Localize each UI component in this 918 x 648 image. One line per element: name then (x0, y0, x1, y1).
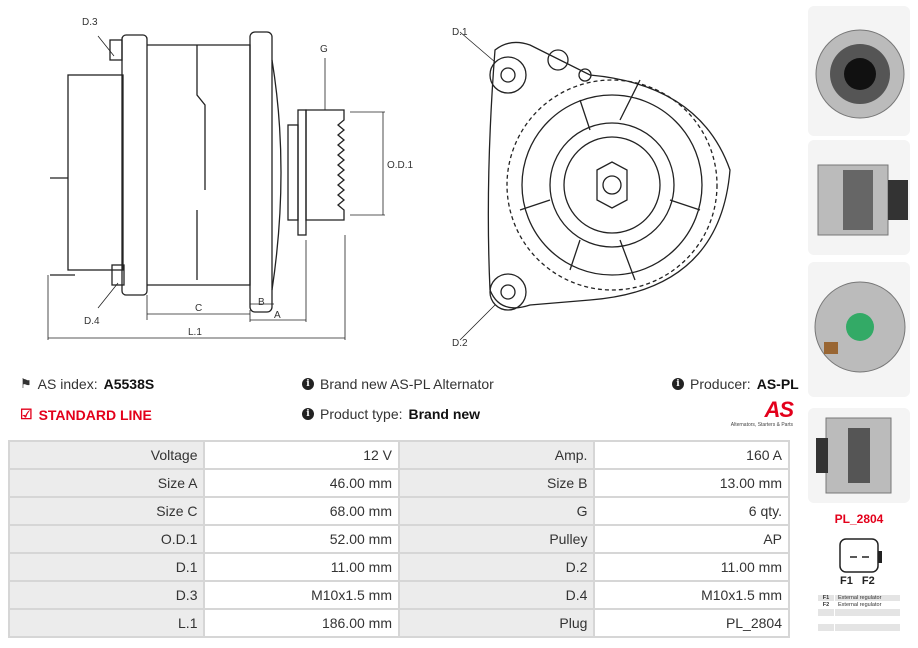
spec-value: M10x1.5 mm (595, 582, 788, 608)
spec-value: AP (595, 526, 788, 552)
label-d3: D.3 (82, 17, 98, 28)
spec-value: 11.00 mm (595, 554, 788, 580)
label-l1: L.1 (188, 327, 202, 338)
label-c: C (195, 303, 202, 314)
label-d2: D.2 (452, 338, 468, 349)
product-photo-front[interactable] (808, 6, 910, 136)
product-photo-plug-side[interactable] (808, 408, 910, 503)
product-type-info: i Product type: Brand new (302, 406, 480, 422)
spec-label: D.2 (400, 554, 594, 580)
pin-f2: F2 (861, 575, 875, 587)
spec-label: D.3 (10, 582, 204, 608)
producer-info: i Producer: AS-PL (672, 376, 799, 392)
spec-value: 186.00 mm (205, 610, 398, 636)
spec-label: Amp. (400, 442, 594, 468)
logo-tagline: Alternators, Starters & Parts (730, 422, 793, 428)
plug-code: PL_2804 (834, 512, 884, 526)
label-a: A (274, 310, 281, 321)
producer-value: AS-PL (756, 376, 799, 392)
brand-new-text: Brand new AS-PL Alternator (320, 376, 494, 392)
spec-label: O.D.1 (10, 526, 204, 552)
label-d4: D.4 (84, 316, 100, 327)
label-d1: D.1 (452, 27, 468, 38)
product-photo-rear[interactable] (808, 262, 910, 397)
spec-label: Size B (400, 470, 594, 496)
spec-value: 13.00 mm (595, 470, 788, 496)
as-index-value: A5538S (103, 376, 155, 392)
spec-label: Plug (400, 610, 594, 636)
product-photo-side[interactable] (808, 140, 910, 255)
standard-line-label: STANDARD LINE (38, 406, 152, 423)
label-od1: O.D.1 (387, 160, 414, 171)
legend-desc: External regulator (835, 595, 900, 601)
standard-line-badge: ☑ STANDARD LINE (20, 406, 152, 423)
product-type-value: Brand new (408, 406, 481, 422)
spec-label: Size A (10, 470, 204, 496)
side-view-drawing: D.3 G O.D.1 D.4 C B A L.1 (47, 17, 414, 340)
info-icon: i (302, 378, 314, 390)
spec-label: D.4 (400, 582, 594, 608)
tags-icon: ⚑ (20, 376, 32, 391)
logo-mark: AS (764, 397, 794, 422)
spec-label: L.1 (10, 610, 204, 636)
plug-pins: F1 F2 (840, 575, 875, 587)
spec-value: 46.00 mm (205, 470, 398, 496)
spec-label: Voltage (10, 442, 204, 468)
plug-connector-icon (839, 538, 882, 573)
as-pl-logo: AS Alternators, Starters & Parts (715, 397, 794, 429)
spec-label: G (400, 498, 594, 524)
spec-value: PL_2804 (595, 610, 788, 636)
spec-value: M10x1.5 mm (205, 582, 398, 608)
as-index: ⚑ AS index: A5538S (20, 376, 154, 392)
legend-pin: F1 (818, 595, 834, 601)
spec-label: Size C (10, 498, 204, 524)
pin-f1: F1 (840, 575, 853, 587)
legend-pin: F2 (822, 602, 830, 608)
product-type-label: Product type: (320, 406, 403, 422)
as-index-label: AS index: (37, 376, 98, 392)
front-view-drawing: D.1 D.2 (452, 27, 731, 349)
spec-value: 11.00 mm (205, 554, 398, 580)
info-icon: i (302, 408, 314, 420)
spec-label: D.1 (10, 554, 204, 580)
spec-value: 6 qty. (595, 498, 788, 524)
brand-new-info: i Brand new AS-PL Alternator (302, 376, 494, 392)
checkbox-icon: ☑ (20, 406, 33, 422)
producer-label: Producer: (690, 376, 751, 392)
spec-value: 68.00 mm (205, 498, 398, 524)
legend-desc: External regulator (838, 602, 882, 608)
spec-value: 12 V (205, 442, 398, 468)
info-icon: i (672, 378, 684, 390)
spec-value: 52.00 mm (205, 526, 398, 552)
spec-label: Pulley (400, 526, 594, 552)
label-g: G (320, 44, 328, 55)
label-b: B (258, 297, 265, 308)
spec-value: 160 A (595, 442, 788, 468)
